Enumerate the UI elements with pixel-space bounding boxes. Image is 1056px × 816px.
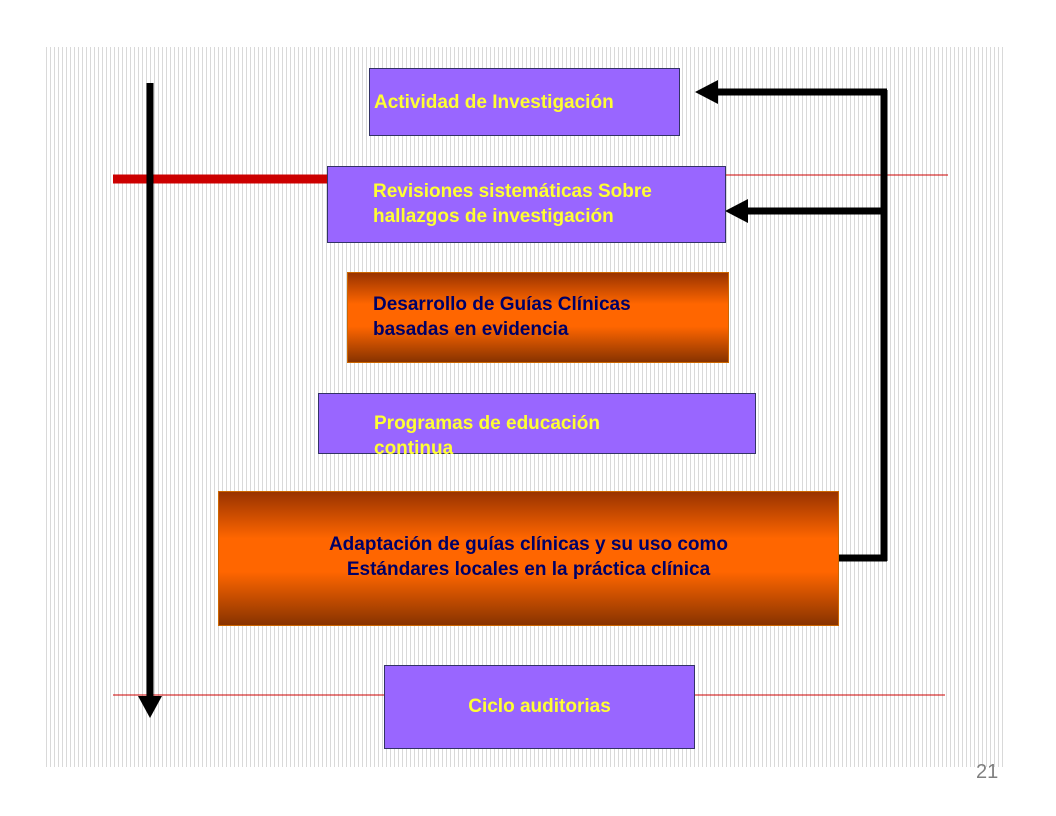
box-adaptacion-line1: Adaptación de guías clínicas y su uso co… [328, 534, 729, 555]
feedback-middle-arrow-head [725, 199, 748, 223]
box-revisiones-sistematicas: Revisiones sistemáticas Sobre hallazgos … [327, 166, 726, 243]
box-actividad-line1: Actividad de Investigación [374, 92, 614, 113]
box-adaptacion-guias: Adaptación de guías clínicas y su uso co… [218, 491, 839, 626]
feedback-top-arrow-head [695, 80, 718, 104]
box-revisiones-line1: Revisiones sistemáticas Sobre [373, 181, 652, 202]
box-programas-line1: Programas de educación [374, 413, 600, 434]
box-programas-educacion: Programas de educación continua [318, 393, 756, 459]
box-revisiones-line2: hallazgos de investigación [373, 206, 614, 227]
down-arrow-head [138, 696, 162, 718]
box-programas-line2: continua [374, 438, 454, 459]
box-ciclo-line1: Ciclo auditorias [468, 696, 611, 717]
box-ciclo-auditorias: Ciclo auditorias [384, 665, 695, 749]
box-desarrollo-guias: Desarrollo de Guías Clínicas basadas en … [347, 272, 729, 363]
box-desarrollo-line2: basadas en evidencia [373, 319, 569, 340]
box-desarrollo-line1: Desarrollo de Guías Clínicas [373, 294, 631, 315]
box-adaptacion-line2: Estándares locales en la práctica clínic… [346, 559, 711, 580]
box-actividad-investigacion: Actividad de Investigación [369, 68, 680, 136]
page-number: 21 [976, 761, 999, 783]
